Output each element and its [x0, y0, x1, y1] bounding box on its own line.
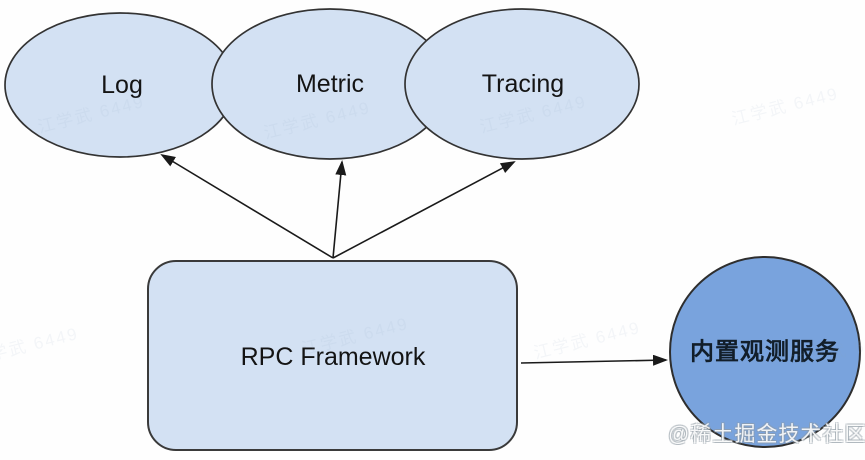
arrow-rpc-to-log: [160, 153, 334, 259]
node-rpc-framework-rect: [147, 260, 518, 451]
node-tracing-ellipse: [404, 8, 640, 160]
arrow-rpc-to-metric: [332, 160, 347, 259]
arrow-rpc-to-tracing: [332, 161, 516, 259]
node-builtin-observe-service-circle: [669, 256, 861, 448]
arrow-rpc-to-builtin-observe-service: [520, 354, 668, 366]
node-log-label: Log: [101, 71, 143, 99]
node-builtin-observe-service-label: 内置观测服务: [690, 338, 840, 366]
node-tracing-label: Tracing: [482, 70, 564, 98]
node-rpc-framework-label: RPC Framework: [241, 343, 426, 371]
node-metric-label: Metric: [296, 70, 364, 98]
